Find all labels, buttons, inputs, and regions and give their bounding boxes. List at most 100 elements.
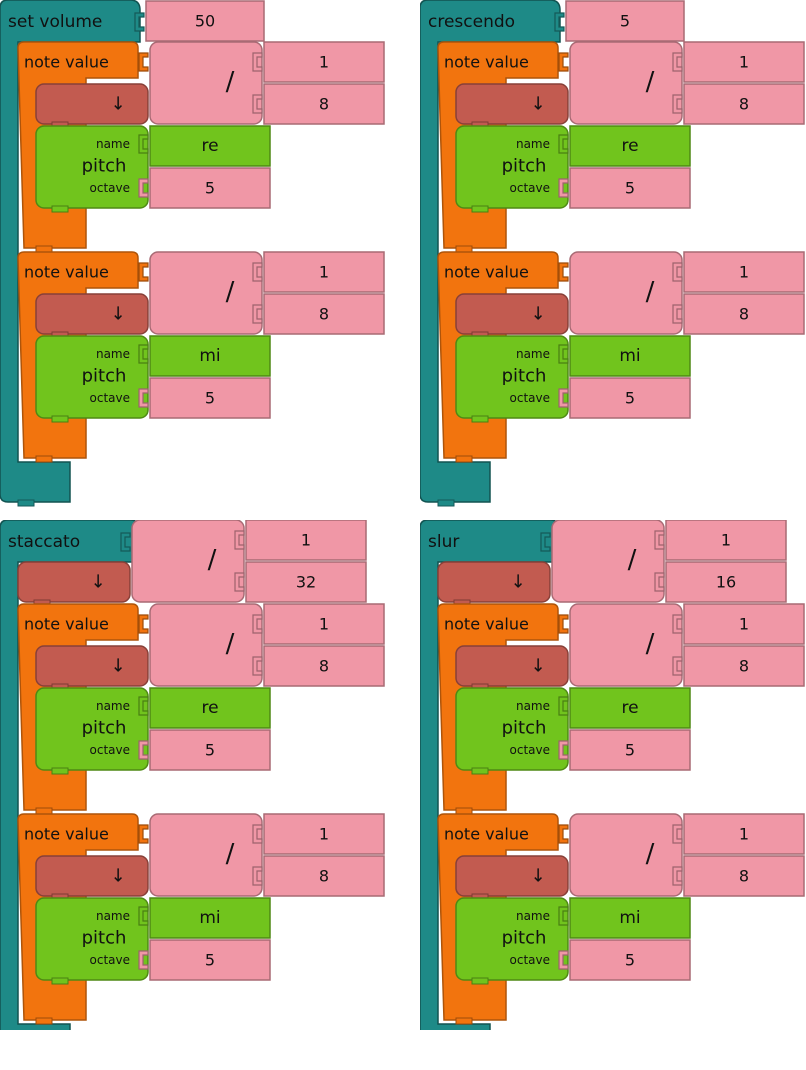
pitch-block[interactable]	[35, 687, 149, 771]
octave-box-text: 5	[205, 741, 215, 760]
pitch-block[interactable]	[35, 897, 149, 981]
pitch-block[interactable]	[455, 897, 569, 981]
arrow-block[interactable]	[455, 855, 569, 897]
numerator-box[interactable]	[263, 251, 385, 293]
socket-connector	[672, 52, 683, 72]
denominator-box[interactable]	[683, 645, 805, 687]
denominator-box[interactable]	[263, 645, 385, 687]
pitch-name-value: mi	[619, 908, 640, 928]
pitch-name-label: name	[516, 699, 550, 713]
pitch-name-box[interactable]	[149, 335, 271, 377]
numerator-box[interactable]	[263, 603, 385, 645]
flow-argument-box[interactable]	[565, 0, 685, 42]
connector-tab	[471, 415, 489, 423]
divide-block[interactable]	[149, 813, 263, 897]
arrow-block[interactable]	[455, 83, 569, 125]
note-value-label: note value	[444, 825, 529, 844]
denominator-box-text: 8	[739, 657, 749, 676]
arrow-block[interactable]	[35, 855, 149, 897]
socket-connector	[138, 906, 149, 926]
socket-connector	[558, 696, 569, 716]
socket-connector	[554, 12, 565, 32]
pitch-name-box[interactable]	[149, 687, 271, 729]
socket-connector	[138, 824, 149, 844]
pitch-name-label: name	[96, 909, 130, 923]
numerator-box[interactable]	[683, 603, 805, 645]
arrow-block[interactable]	[437, 561, 551, 603]
denominator-box[interactable]	[245, 561, 367, 603]
denominator-box[interactable]	[665, 561, 787, 603]
divide-block[interactable]	[569, 813, 683, 897]
pitch-name-box[interactable]	[569, 335, 691, 377]
program-stack-svg: staccato/132↓note value/18↓nameoctavepit…	[0, 519, 385, 1069]
divide-block[interactable]	[551, 519, 665, 603]
pitch-name-box[interactable]	[569, 897, 691, 939]
arrow-block[interactable]	[35, 645, 149, 687]
pitch-name-box[interactable]	[149, 897, 271, 939]
octave-box[interactable]	[569, 939, 691, 981]
numerator-box-text: 1	[721, 531, 731, 550]
denominator-box[interactable]	[263, 293, 385, 335]
numerator-box[interactable]	[665, 519, 787, 561]
arrow-block[interactable]	[455, 645, 569, 687]
pitch-block[interactable]	[455, 335, 569, 419]
pitch-label: pitch	[502, 366, 547, 387]
pitch-octave-label: octave	[90, 953, 130, 967]
arrow-block[interactable]	[35, 293, 149, 335]
denominator-box[interactable]	[683, 855, 805, 897]
pitch-block[interactable]	[35, 125, 149, 209]
pitch-block[interactable]	[455, 687, 569, 771]
socket-connector	[138, 134, 149, 154]
octave-box[interactable]	[149, 939, 271, 981]
numerator-box[interactable]	[683, 41, 805, 83]
divide-block[interactable]	[149, 251, 263, 335]
numerator-box[interactable]	[263, 41, 385, 83]
octave-box[interactable]	[569, 377, 691, 419]
flow-argument-box[interactable]	[145, 0, 265, 42]
divide-block[interactable]	[569, 251, 683, 335]
octave-box[interactable]	[149, 729, 271, 771]
socket-connector	[558, 344, 569, 364]
denominator-box[interactable]	[263, 855, 385, 897]
program-stack-group: slur/116↓note value/18↓nameoctavepitchre…	[419, 519, 805, 1069]
denominator-box[interactable]	[683, 293, 805, 335]
arrow-block[interactable]	[35, 83, 149, 125]
divide-block[interactable]	[149, 603, 263, 687]
octave-box[interactable]	[149, 167, 271, 209]
octave-box-text: 5	[625, 179, 635, 198]
divide-block[interactable]	[149, 41, 263, 125]
socket-connector	[540, 532, 551, 552]
divide-block[interactable]	[569, 41, 683, 125]
socket-connector	[252, 866, 263, 886]
denominator-box[interactable]	[263, 83, 385, 125]
numerator-box[interactable]	[263, 813, 385, 855]
octave-box[interactable]	[569, 167, 691, 209]
divide-symbol: /	[646, 839, 655, 869]
connector-tab	[35, 807, 53, 815]
numerator-box[interactable]	[245, 519, 367, 561]
flow-block-crescendo[interactable]	[419, 0, 561, 503]
pitch-block[interactable]	[35, 335, 149, 419]
flow-block-set-volume[interactable]	[0, 0, 141, 503]
pitch-block[interactable]	[455, 125, 569, 209]
note-value-label: note value	[444, 263, 529, 282]
numerator-box-text: 1	[739, 825, 749, 844]
pitch-name-box[interactable]	[569, 125, 691, 167]
denominator-box[interactable]	[683, 83, 805, 125]
pitch-name-box[interactable]	[569, 687, 691, 729]
pitch-name-box[interactable]	[149, 125, 271, 167]
pitch-name-label: name	[516, 347, 550, 361]
octave-box[interactable]	[569, 729, 691, 771]
arrow-block[interactable]	[17, 561, 131, 603]
numerator-box[interactable]	[683, 251, 805, 293]
arrow-block[interactable]	[455, 293, 569, 335]
down-arrow-icon: ↓	[110, 94, 125, 115]
numerator-box[interactable]	[683, 813, 805, 855]
octave-box[interactable]	[149, 377, 271, 419]
divide-block[interactable]	[131, 519, 245, 603]
divide-block[interactable]	[569, 603, 683, 687]
